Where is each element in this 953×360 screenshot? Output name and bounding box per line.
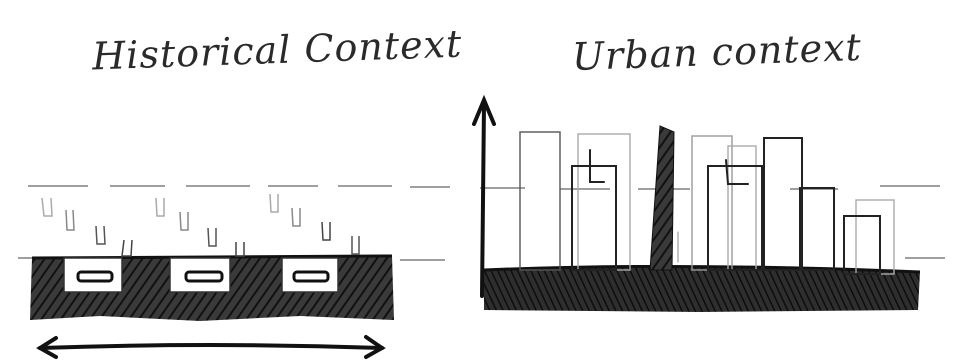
- urban-towers: [520, 126, 894, 274]
- historic-columns: [42, 194, 359, 256]
- historical-ground: [30, 256, 394, 321]
- vertical-growth-arrow: [474, 100, 494, 296]
- horizontal-extent-arrow: [40, 337, 382, 357]
